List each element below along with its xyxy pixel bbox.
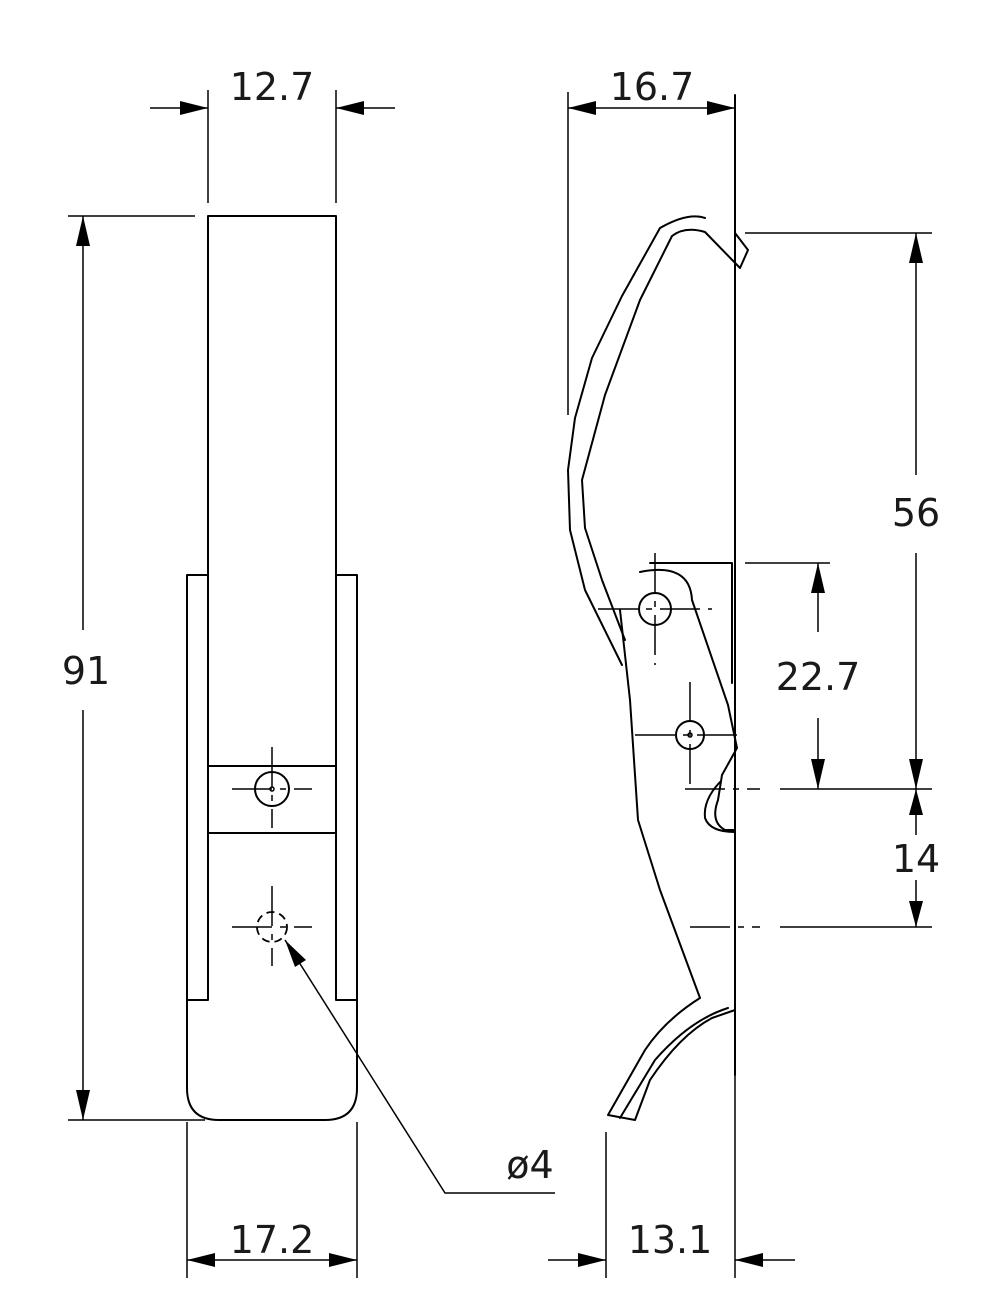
dim-side-bottom-width: 13.1 — [548, 1075, 795, 1278]
leader-hole-diameter-label: ø4 — [506, 1143, 553, 1187]
dim-side-top-width-label: 16.7 — [610, 65, 695, 109]
dim-side-hook-height-label: 56 — [892, 491, 940, 535]
side-lever-body — [639, 568, 738, 831]
side-lever-notch — [703, 781, 736, 833]
side-lower-pivot-centerline — [635, 682, 745, 790]
dim-front-bottom-width: 17.2 — [186, 1122, 358, 1278]
side-hook-arm — [581, 228, 749, 641]
front-mounting-hole-centerline — [232, 886, 312, 966]
dim-side-pivot-spacing: 22.7 — [745, 562, 861, 789]
side-lever-lower — [607, 609, 736, 1121]
dim-front-top-width-label: 12.7 — [230, 65, 315, 109]
dim-front-bottom-width-label: 17.2 — [230, 1218, 315, 1262]
leader-hole-diameter: ø4 — [284, 939, 555, 1194]
dim-side-bottom-width-label: 13.1 — [628, 1218, 713, 1262]
side-view: 16.7 56 22.7 14 — [548, 65, 940, 1278]
side-lever-inner-curve — [619, 1007, 729, 1119]
dim-side-lower-spacing: 14 — [780, 789, 940, 928]
dim-side-pivot-spacing-label: 22.7 — [776, 655, 861, 699]
side-hinge-bracket — [649, 562, 733, 684]
front-base-outline — [186, 999, 358, 1121]
dim-front-total-height-label: 91 — [62, 649, 110, 693]
dim-side-top-width: 16.7 — [567, 65, 735, 415]
dim-side-lower-spacing-label: 14 — [892, 837, 940, 881]
front-view: 12.7 91 17.2 ø4 — [62, 65, 555, 1278]
dim-front-total-height: 91 — [62, 215, 205, 1121]
dim-front-top-width: 12.7 — [150, 65, 395, 203]
dim-side-hook-height: 56 — [745, 232, 940, 790]
front-upper-strap — [207, 215, 337, 767]
side-upper-pivot-centerline — [598, 553, 712, 665]
front-hinge-centerline — [232, 747, 312, 828]
side-hook-arm-inner — [567, 215, 706, 666]
